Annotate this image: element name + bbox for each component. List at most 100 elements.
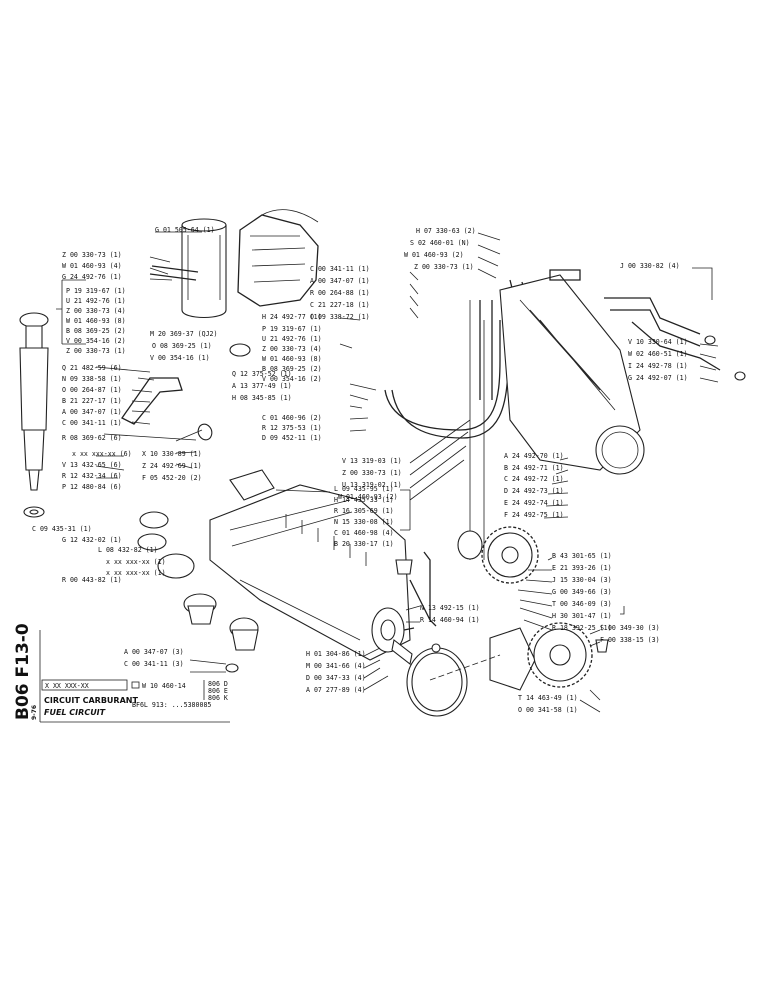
callout: J 15 330-04 (3) bbox=[552, 576, 612, 584]
callout: R 18 392-25 (1) bbox=[552, 624, 612, 632]
callout: Z 00 330-73 (4) bbox=[262, 345, 322, 353]
callout: R 12 432-34 (6) bbox=[62, 472, 122, 480]
callout: F 05 452-20 (2) bbox=[142, 474, 202, 482]
callout: G 12 432-02 (1) bbox=[62, 536, 122, 544]
callout: H 24 492-77 (1) bbox=[262, 313, 322, 321]
callout: C 09 435-31 (1) bbox=[32, 525, 92, 533]
return-pipe-left bbox=[121, 343, 251, 441]
callout: D 00 347-33 (4) bbox=[306, 674, 366, 682]
callout: N 15 330-08 (1) bbox=[334, 518, 394, 526]
callout: C 21 227-18 (1) bbox=[310, 301, 370, 309]
leader-lines bbox=[56, 231, 719, 713]
engine-ref: BF6L 913: ...5380085 bbox=[132, 701, 211, 709]
callout: C 00 341-11 (1) bbox=[310, 265, 370, 273]
callout: Z 00 330-73 (1) bbox=[66, 347, 126, 355]
callout: R 14 460-94 (1) bbox=[420, 616, 480, 624]
callout: S 00 349-30 (3) bbox=[600, 624, 660, 632]
callout: G 00 349-66 (3) bbox=[552, 588, 612, 596]
callout: D 24 492-73 (1) bbox=[504, 487, 564, 495]
callout: W 01 460-93 (2) bbox=[338, 493, 398, 501]
callout: U 21 492-76 (1) bbox=[262, 335, 322, 343]
callout: U 21 492-76 (1) bbox=[66, 297, 126, 305]
callout: N 13 492-15 (1) bbox=[420, 604, 480, 612]
callout: E 24 492-74 (1) bbox=[504, 499, 564, 507]
callout: V 00 354-16 (2) bbox=[262, 375, 322, 383]
callout: G 24 492-76 (1) bbox=[62, 273, 122, 281]
callout: Z 00 330-73 (1) bbox=[342, 469, 402, 477]
callout: W 01 460-93 (2) bbox=[404, 251, 464, 259]
callout: Z 00 330-73 (1) bbox=[62, 251, 122, 259]
callout: O 09 338-72 (1) bbox=[310, 313, 370, 321]
callout: P 12 480-84 (6) bbox=[62, 483, 122, 491]
callout: H 14 435-33 (1) bbox=[334, 496, 394, 504]
callout: B 24 492-71 (1) bbox=[504, 464, 564, 472]
callout: W 01 460-93 (4) bbox=[62, 262, 122, 270]
callout: Q 21 482-59 (6) bbox=[62, 364, 122, 372]
callout: A 00 347-07 (1) bbox=[62, 408, 122, 416]
callout: R 00 264-88 (1) bbox=[310, 289, 370, 297]
sheet-date: 9-76 bbox=[31, 705, 38, 720]
callout: P 19 319-67 (1) bbox=[262, 325, 322, 333]
callout: V 13 319-03 (1) bbox=[342, 457, 402, 465]
callout: W 01 460-93 (8) bbox=[262, 355, 322, 363]
callout: W 01 460-93 (8) bbox=[66, 317, 126, 325]
variant-d: 806 D bbox=[208, 680, 228, 688]
callout: R 16 305-69 (1) bbox=[334, 507, 394, 515]
callout: W 02 460-51 (1) bbox=[628, 350, 688, 358]
title-block: B06 F13-0 9-76 X XX XXX-XX W 10 460-14 8… bbox=[13, 623, 230, 723]
callout: O 00 341-58 (1) bbox=[518, 706, 578, 714]
callout: Z 00 330-73 (1) bbox=[414, 263, 474, 271]
pump-accessories bbox=[137, 511, 468, 717]
callout: G 01 505-64 (1) bbox=[155, 226, 215, 234]
callout: L 09 435-95 (1) bbox=[334, 485, 394, 493]
callout: R 08 369-62 (6) bbox=[62, 434, 122, 442]
callout: C 01 460-98 (4) bbox=[334, 529, 394, 537]
callout: V 00 354-16 (1) bbox=[150, 354, 210, 362]
callout: A 07 277-89 (4) bbox=[306, 686, 366, 694]
callout: C 24 492-72 (1) bbox=[504, 475, 564, 483]
engine-block-outline bbox=[237, 209, 319, 307]
callouts: G 01 505-64 (1) Z 00 330-73 (1) W 01 460… bbox=[32, 226, 688, 714]
fuel-filter-canister bbox=[149, 218, 227, 319]
callout: F 00 338-15 (3) bbox=[600, 636, 660, 644]
callout: V 00 354-16 (2) bbox=[66, 337, 126, 345]
callout: x xx xxx-xx (1) bbox=[106, 558, 166, 566]
callout: D 09 452-11 (1) bbox=[262, 434, 322, 442]
callout: G 24 492-07 (1) bbox=[628, 374, 688, 382]
title-english: FUEL CIRCUIT bbox=[44, 708, 106, 717]
callout: T 00 346-09 (3) bbox=[552, 600, 612, 608]
callout: Z 00 330-73 (4) bbox=[66, 307, 126, 315]
callout: B 20 330-17 (1) bbox=[334, 540, 394, 548]
title-french: CIRCUIT CARBURANT bbox=[44, 696, 138, 705]
callout: C 00 341-11 (1) bbox=[62, 419, 122, 427]
injector-left bbox=[19, 312, 49, 518]
callout: U 13 319-02 (1) bbox=[342, 481, 402, 489]
callout: I 24 492-78 (1) bbox=[628, 362, 688, 370]
callout: A 00 347-07 (3) bbox=[124, 648, 184, 656]
drive-gear-lower bbox=[489, 622, 609, 691]
pump-housing-right bbox=[499, 274, 645, 475]
callout: Z 24 492-69 (1) bbox=[142, 462, 202, 470]
variant-e: 806 E bbox=[208, 687, 228, 695]
callout: H 30 301-47 (1) bbox=[552, 612, 612, 620]
callout: A 24 492-70 (1) bbox=[504, 452, 564, 460]
callout: J 00 330-82 (4) bbox=[620, 262, 680, 270]
callout: x xx xxx-xx (6) bbox=[72, 450, 132, 458]
sheet-code: B06 F13-0 bbox=[13, 623, 33, 720]
callout: B 21 227-17 (1) bbox=[62, 397, 122, 405]
part-ref: X XX XXX-XX bbox=[45, 682, 89, 690]
callout: M 00 341-66 (4) bbox=[306, 662, 366, 670]
callout: L 08 432-82 (1) bbox=[98, 546, 158, 554]
misc-fittings bbox=[395, 551, 501, 681]
callout: O 08 369-25 (1) bbox=[152, 342, 212, 350]
callout: Q 12 375-52 (1) bbox=[232, 370, 292, 378]
drive-gear-upper bbox=[457, 526, 539, 584]
callout: S 02 460-01 (N) bbox=[410, 239, 470, 247]
callout: P 19 319-67 (1) bbox=[66, 287, 126, 295]
callout: C 00 341-11 (3) bbox=[124, 660, 184, 668]
variant-k: 806 K bbox=[208, 694, 228, 702]
callout: C 01 460-96 (2) bbox=[262, 414, 322, 422]
callout: R 12 375-53 (1) bbox=[262, 424, 322, 432]
callout: E 21 393-26 (1) bbox=[552, 564, 612, 572]
